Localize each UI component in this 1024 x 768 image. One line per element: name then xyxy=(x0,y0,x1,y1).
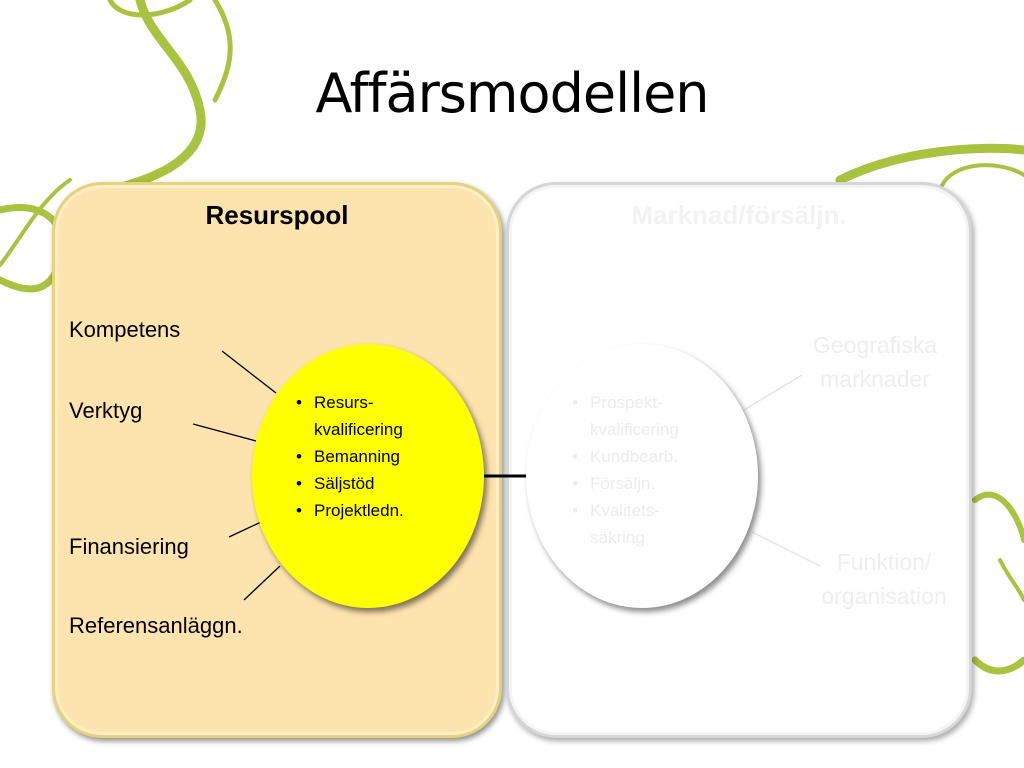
connector-kompetens xyxy=(221,350,277,394)
marknad-list: Prospekt- kvalificering Kundbearb. Försä… xyxy=(570,389,679,551)
resurspool-list: Resurs- kvalificering Bemanning Säljstöd… xyxy=(294,389,404,524)
label-kompetens: Kompetens xyxy=(69,317,181,342)
list-item: Bemanning xyxy=(294,443,404,470)
list-item: Kvalitets- säkring xyxy=(570,497,679,551)
connector-referensanlaggn xyxy=(243,565,281,601)
list-item: Prospekt- kvalificering xyxy=(570,389,679,443)
ribbon-right-top xyxy=(835,143,1024,185)
connector-geografiska xyxy=(743,374,803,411)
connector-verktyg xyxy=(192,423,257,442)
label-funktion-organisation: Funktion/ organisation xyxy=(800,545,968,613)
slide-title: Affärsmodellen xyxy=(315,62,709,125)
ribbon-top-left-2 xyxy=(212,0,233,103)
connector-funktion xyxy=(751,531,821,567)
ribbon-top-left-inner xyxy=(107,0,193,18)
ribbon-left-edge-2 xyxy=(0,178,72,267)
funktion-text: Funktion/ organisation xyxy=(821,549,947,609)
label-referensanlaggn: Referensanläggn. xyxy=(69,613,243,638)
marknad-heading: Marknad/försäljn. xyxy=(631,200,847,230)
ribbon-right-bottom xyxy=(971,656,1024,675)
geografiska-text: Geografiska marknader xyxy=(812,332,937,392)
ribbon-right-mid xyxy=(972,491,1024,543)
label-finansiering: Finansiering xyxy=(69,534,189,559)
list-item: Kundbearb. xyxy=(570,443,679,470)
resurspool-heading: Resurspool xyxy=(205,200,349,230)
list-item: Resurs- kvalificering xyxy=(294,389,404,443)
ribbon-top-left xyxy=(105,0,206,195)
label-verktyg: Verktyg xyxy=(69,398,143,423)
list-item: Försäljn. xyxy=(570,470,679,497)
list-item: Säljstöd xyxy=(294,470,404,497)
ribbon-right-lower xyxy=(998,558,1024,602)
ribbon-right-top-2 xyxy=(938,163,1024,192)
list-item: Projektledn. xyxy=(294,497,404,524)
label-geografiska-marknader: Geografiska marknader xyxy=(790,328,960,396)
connector-finansiering xyxy=(228,521,262,538)
